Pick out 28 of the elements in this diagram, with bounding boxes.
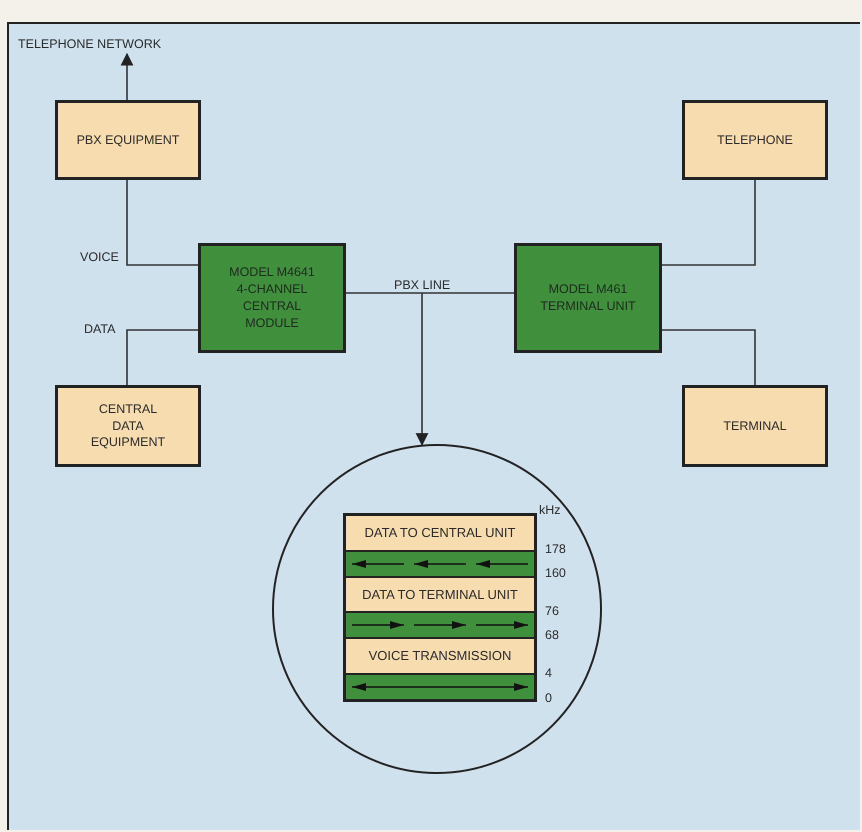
connector-line xyxy=(662,180,756,266)
equipment-box: PBX EQUIPMENT xyxy=(55,100,201,180)
frequency-value: 160 xyxy=(545,566,566,580)
frequency-band: DATA TO TERMINAL UNIT xyxy=(346,578,534,611)
arrow xyxy=(416,293,428,446)
frequency-band: DATA TO CENTRAL UNIT xyxy=(346,516,534,550)
frequency-value: 4 xyxy=(545,666,552,680)
edge-label: PBX LINE xyxy=(392,278,452,292)
connector-line xyxy=(126,180,198,266)
equipment-box: CENTRAL DATA EQUIPMENT xyxy=(55,385,201,467)
module-box: MODEL M461 TERMINAL UNIT xyxy=(514,243,662,353)
arrow xyxy=(120,52,134,100)
frequency-band: VOICE TRANSMISSION xyxy=(346,639,534,673)
edge-label: DATA xyxy=(82,322,118,336)
magnified-circle xyxy=(272,444,602,774)
connector-line xyxy=(346,292,514,294)
connector-line xyxy=(126,329,198,385)
module-box: MODEL M4641 4-CHANNEL CENTRAL MODULE xyxy=(198,243,346,353)
edge-label: VOICE xyxy=(78,250,121,264)
frequency-value: 76 xyxy=(545,604,559,618)
frequency-value: 68 xyxy=(545,628,559,642)
node-label: TELEPHONE NETWORK xyxy=(18,36,188,54)
frequency-value: 178 xyxy=(545,542,566,556)
frequency-value: 0 xyxy=(545,691,552,705)
unit-label: kHz xyxy=(539,503,561,517)
connector-line xyxy=(662,329,756,385)
equipment-box: TERMINAL xyxy=(682,385,828,467)
equipment-box: TELEPHONE xyxy=(682,100,828,180)
